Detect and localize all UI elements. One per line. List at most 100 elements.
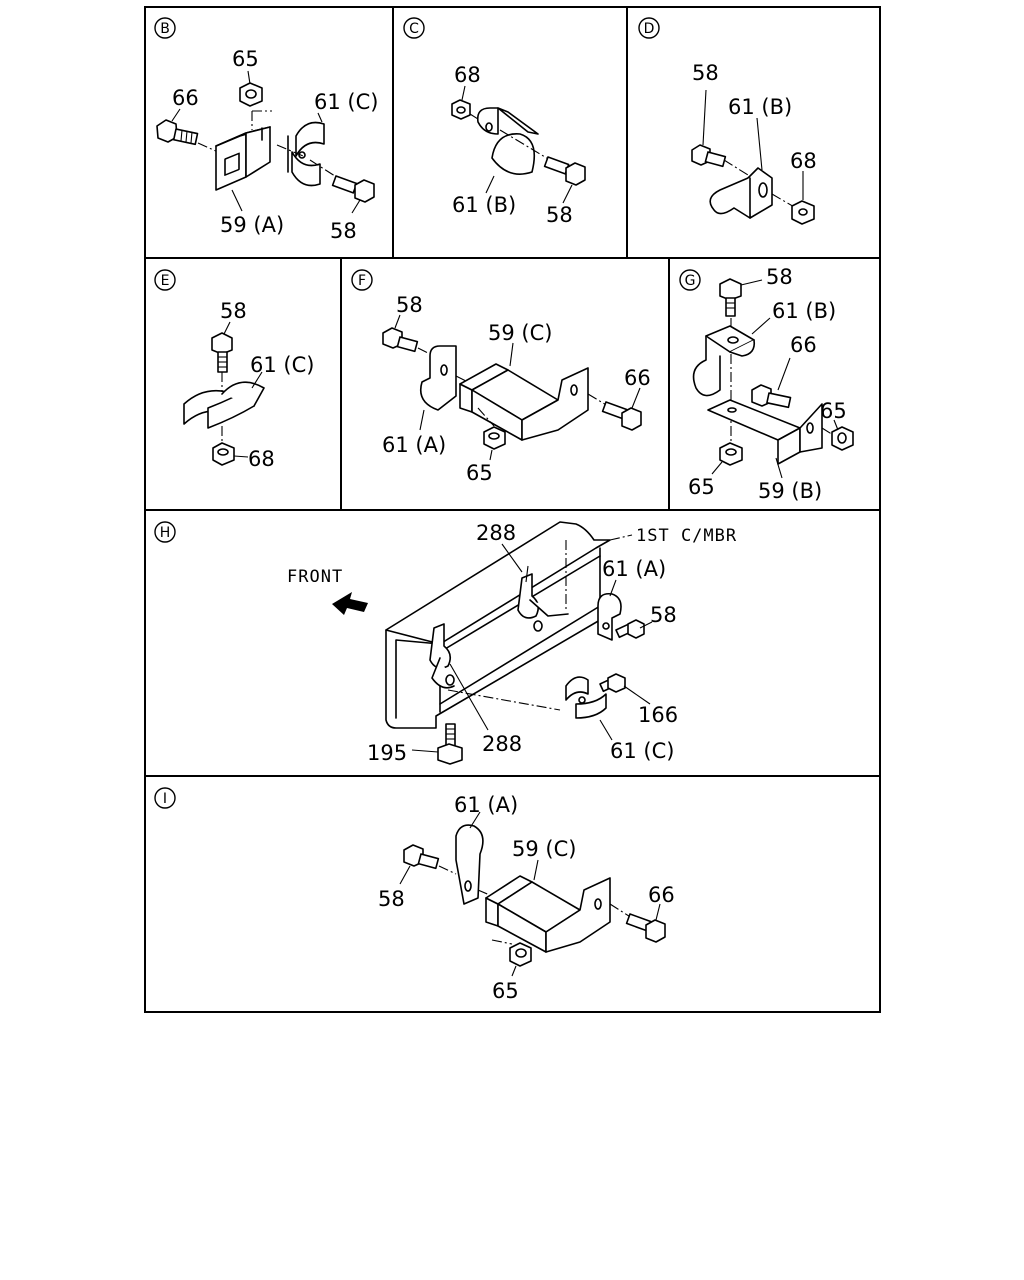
callout-label: 58 — [766, 265, 793, 289]
callout-label: 65 — [232, 47, 259, 71]
callout-label: 58 — [220, 299, 247, 323]
callout-label: 68 — [248, 447, 275, 471]
callout-label: 61 (C) — [610, 739, 674, 763]
bolt-icon — [615, 619, 645, 639]
bolt-icon — [211, 332, 233, 373]
bracket-icon — [215, 110, 272, 191]
section-h: H FRONT — [154, 521, 737, 765]
clamp-icon — [709, 167, 773, 219]
callout-label: 65 — [688, 475, 715, 499]
bolt-icon — [437, 723, 463, 765]
nut-icon — [831, 426, 854, 451]
callout-label: 59 (A) — [220, 213, 284, 237]
section-letter-c: C — [403, 17, 425, 39]
nut-icon — [509, 942, 532, 967]
callout-label: 59 (C) — [488, 321, 552, 345]
section-e: E 58 61 (C) 68 — [154, 269, 314, 471]
section-g: G — [679, 265, 854, 503]
section-letter-b: B — [154, 17, 176, 39]
bolt-icon — [331, 175, 375, 203]
bolt-icon — [751, 384, 792, 409]
callout-label: 66 — [790, 333, 817, 357]
callout-label: 166 — [638, 703, 678, 727]
callout-label: 58 — [546, 203, 573, 227]
bracket-icon — [517, 565, 569, 632]
bracket-icon — [429, 623, 455, 689]
callout-label: 68 — [454, 63, 481, 87]
clamp-icon — [287, 121, 325, 187]
callout-label: 61 (C) — [314, 90, 378, 114]
clamp-icon — [476, 107, 539, 175]
bracket-icon — [485, 875, 611, 953]
bolt-icon — [382, 327, 419, 353]
svg-text:B: B — [160, 21, 170, 37]
bolt-icon — [599, 673, 626, 693]
diagram-frame — [144, 6, 881, 1013]
section-d: D 58 61 (B) 68 — [638, 17, 817, 225]
svg-text:I: I — [163, 791, 167, 807]
bracket-icon — [459, 363, 589, 441]
bracket-icon — [707, 399, 823, 465]
section-letter-f: F — [351, 269, 373, 291]
section-i: I — [154, 787, 675, 1003]
callout-label: FRONT — [287, 567, 343, 587]
svg-text:D: D — [644, 21, 655, 37]
callout-label: 66 — [172, 86, 199, 110]
clamp-icon — [565, 676, 607, 719]
bolt-icon — [719, 278, 742, 317]
section-letter-d: D — [638, 17, 660, 39]
callout-label: 65 — [820, 399, 847, 423]
section-b: B — [154, 17, 378, 243]
nut-icon — [791, 200, 815, 225]
callout-label: 61 (A) — [382, 433, 446, 457]
callout-label: 61 (A) — [454, 793, 518, 817]
bolt-icon — [403, 844, 440, 870]
nut-icon — [212, 442, 235, 466]
bolt-icon — [625, 913, 666, 943]
svg-text:E: E — [161, 273, 170, 289]
callout-label: 58 — [378, 887, 405, 911]
callout-label: 288 — [476, 521, 516, 545]
callout-label: 65 — [466, 461, 493, 485]
callout-label: 58 — [692, 61, 719, 85]
section-letter-h: H — [154, 521, 176, 543]
callout-label: 288 — [482, 732, 522, 756]
section-letter-e: E — [154, 269, 176, 291]
svg-text:H: H — [160, 525, 171, 541]
section-letter-g: G — [679, 269, 701, 291]
callout-label: 1ST C/MBR — [636, 526, 737, 546]
callout-label: 61 (B) — [452, 193, 516, 217]
bolt-icon — [601, 401, 642, 431]
callout-label: 59 (B) — [758, 479, 822, 503]
clamp-icon — [455, 824, 484, 905]
bolt-icon — [156, 119, 199, 146]
nut-icon — [483, 426, 506, 450]
clamp-icon — [419, 345, 457, 411]
callout-label: 59 (C) — [512, 837, 576, 861]
callout-label: 61 (C) — [250, 353, 314, 377]
nut-icon — [451, 99, 471, 120]
clamp-icon — [692, 325, 756, 397]
svg-text:G: G — [685, 273, 696, 289]
bolt-icon — [691, 144, 727, 168]
callout-label: 58 — [330, 219, 357, 243]
callout-label: 58 — [650, 603, 677, 627]
nut-icon — [239, 82, 263, 107]
clamp-icon — [597, 592, 622, 641]
callout-label: 195 — [367, 741, 407, 765]
svg-text:F: F — [358, 273, 366, 289]
callout-label: 66 — [624, 366, 651, 390]
callout-label: 61 (B) — [728, 95, 792, 119]
callout-label: 68 — [790, 149, 817, 173]
callout-label: 66 — [648, 883, 675, 907]
callout-label: 61 (A) — [602, 557, 666, 581]
svg-text:C: C — [409, 21, 419, 37]
callout-label: 61 (B) — [772, 299, 836, 323]
section-c: C 68 61 (B) 58 — [403, 17, 586, 227]
nut-icon — [719, 442, 743, 466]
section-f: F — [351, 269, 651, 485]
front-arrow-icon — [332, 592, 368, 615]
callout-label: 65 — [492, 979, 519, 1003]
callout-label: 58 — [396, 293, 423, 317]
